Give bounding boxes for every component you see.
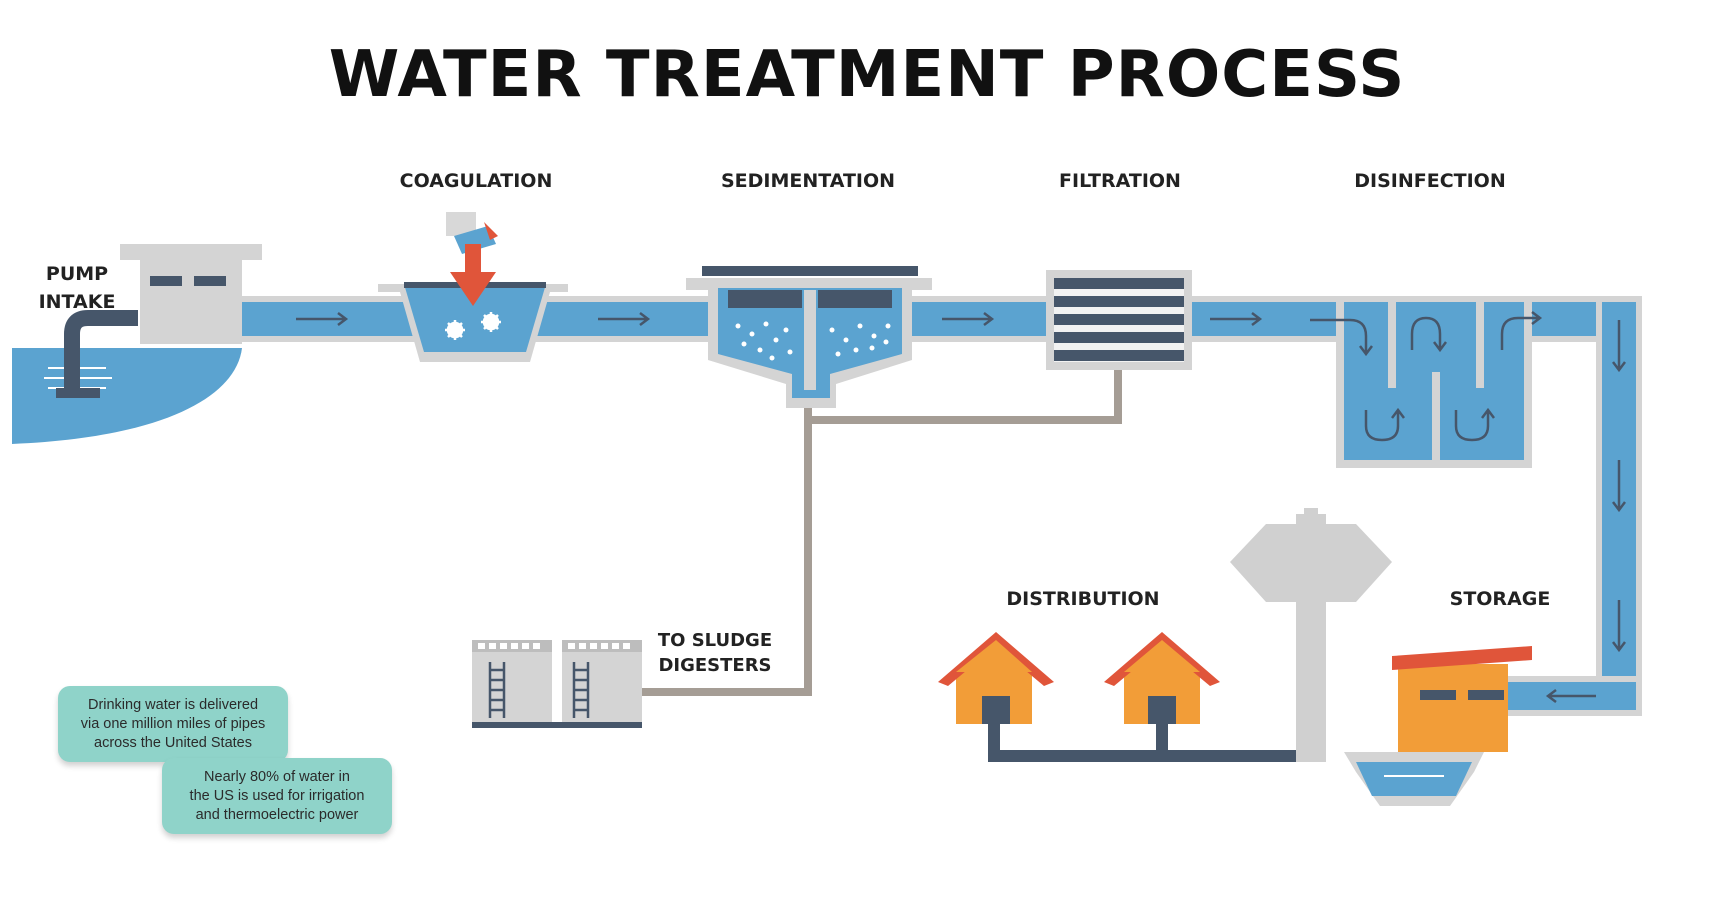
sediment-dots bbox=[735, 321, 891, 361]
disinfection-tank bbox=[1310, 296, 1543, 468]
label-pump-intake: PUMP INTAKE bbox=[38, 263, 116, 313]
water-tower-icon bbox=[1230, 508, 1392, 762]
distribution-pipe bbox=[988, 722, 1302, 762]
sedimentation-basin bbox=[686, 266, 932, 408]
house-icon bbox=[938, 632, 1054, 724]
coagulation-tank bbox=[378, 212, 568, 362]
floc-particle-icon bbox=[445, 312, 501, 340]
label-sedimentation: SEDIMENTATION bbox=[720, 170, 896, 192]
lake bbox=[12, 348, 242, 444]
flow-arrows bbox=[296, 312, 1626, 703]
sludge-line bbox=[640, 370, 1122, 696]
label-storage: STORAGE bbox=[1449, 588, 1551, 610]
storage-building bbox=[1344, 646, 1532, 806]
filter-unit bbox=[1046, 270, 1192, 370]
pump-house bbox=[56, 244, 262, 398]
fact-note-text: Drinking water is delivered via one mill… bbox=[80, 696, 266, 751]
fact-note: Nearly 80% of water in the US is used fo… bbox=[162, 758, 392, 834]
label-sludge-digesters: TO SLUDGE DIGESTERS bbox=[657, 630, 773, 676]
fact-note: Drinking water is delivered via one mill… bbox=[58, 686, 288, 762]
sludge-digesters bbox=[472, 640, 642, 728]
page-title: WATER TREATMENT PROCESS bbox=[328, 38, 1406, 112]
label-filtration: FILTRATION bbox=[1059, 170, 1181, 192]
house-icon bbox=[1104, 632, 1220, 724]
label-coagulation: COAGULATION bbox=[399, 170, 553, 192]
chemical-dosing-icon bbox=[446, 212, 498, 306]
label-distribution: DISTRIBUTION bbox=[1006, 588, 1160, 610]
label-disinfection: DISINFECTION bbox=[1354, 170, 1506, 192]
fact-note-text: Nearly 80% of water in the US is used fo… bbox=[189, 768, 365, 823]
